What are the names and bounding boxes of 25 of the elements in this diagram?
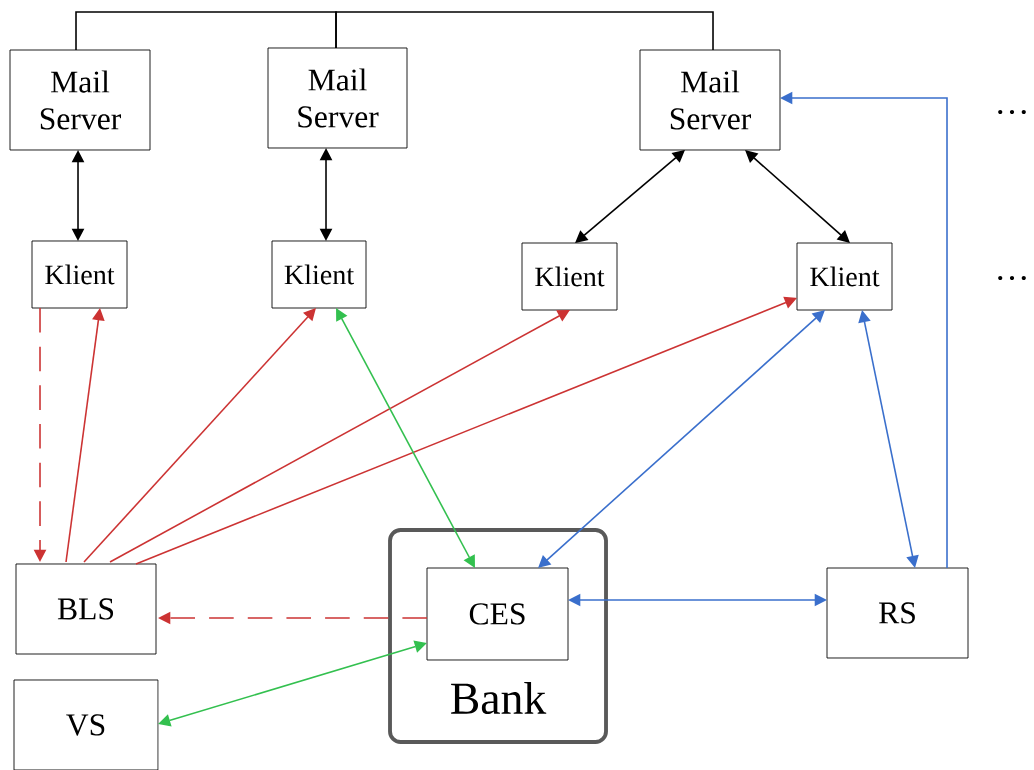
connector-line (75, 11, 337, 51)
process-box: VS (13, 679, 159, 770)
arrow (158, 640, 427, 727)
arrow (65, 308, 105, 563)
process-box: Mail Server (9, 49, 151, 151)
process-box: Klient (521, 242, 618, 311)
arrow (745, 150, 850, 243)
process-box: Klient (796, 242, 893, 311)
arrow (575, 150, 685, 243)
process-box: CES (426, 567, 569, 661)
arrow (538, 310, 825, 568)
process-box: BLS (15, 563, 157, 655)
arrow (83, 308, 316, 563)
ellipsis: … (998, 275, 1026, 281)
process-box: RS (826, 567, 969, 659)
process-box: Mail Server (639, 49, 781, 151)
arrow (336, 308, 475, 568)
arrow (858, 310, 919, 568)
arrow (109, 310, 570, 563)
process-box: Klient (271, 240, 367, 309)
process-box: Klient (31, 240, 128, 309)
arrow (135, 296, 797, 565)
connector-line (335, 11, 714, 51)
ellipsis: … (998, 109, 1026, 115)
process-box: Mail Server (267, 47, 408, 149)
